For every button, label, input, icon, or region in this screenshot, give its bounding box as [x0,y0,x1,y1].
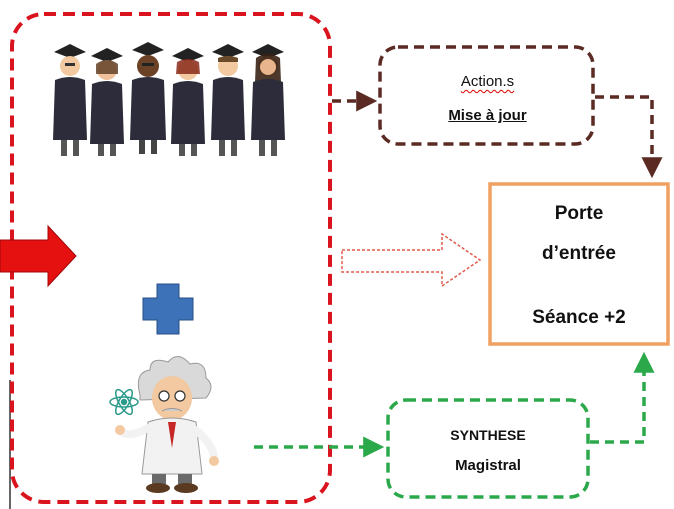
hollow-arrow-icon [341,232,482,288]
plus-icon [142,283,194,335]
synthese-box-line2: Magistral [455,457,521,474]
arrow-action-to-porte [595,95,663,179]
synthese-box-line1: SYNTHESE [450,427,526,443]
action-box [378,45,595,146]
action-box-subtitle: Mise à jour [448,107,527,124]
arrow-synthese-to-porte [590,351,655,444]
graduates-group-icon [53,42,285,156]
porte-box-line1: Porte [554,203,604,224]
input-arrow-icon [0,224,77,288]
action-box-title-text: Action.s [460,73,515,90]
scientist-icon [109,356,219,493]
porte-box [488,182,670,346]
synthese-box [386,398,590,499]
porte-box-line3: Séance +2 [532,307,626,328]
action-box-title: Action.s [400,73,575,90]
porte-box-line2: d’entrée [542,243,616,264]
